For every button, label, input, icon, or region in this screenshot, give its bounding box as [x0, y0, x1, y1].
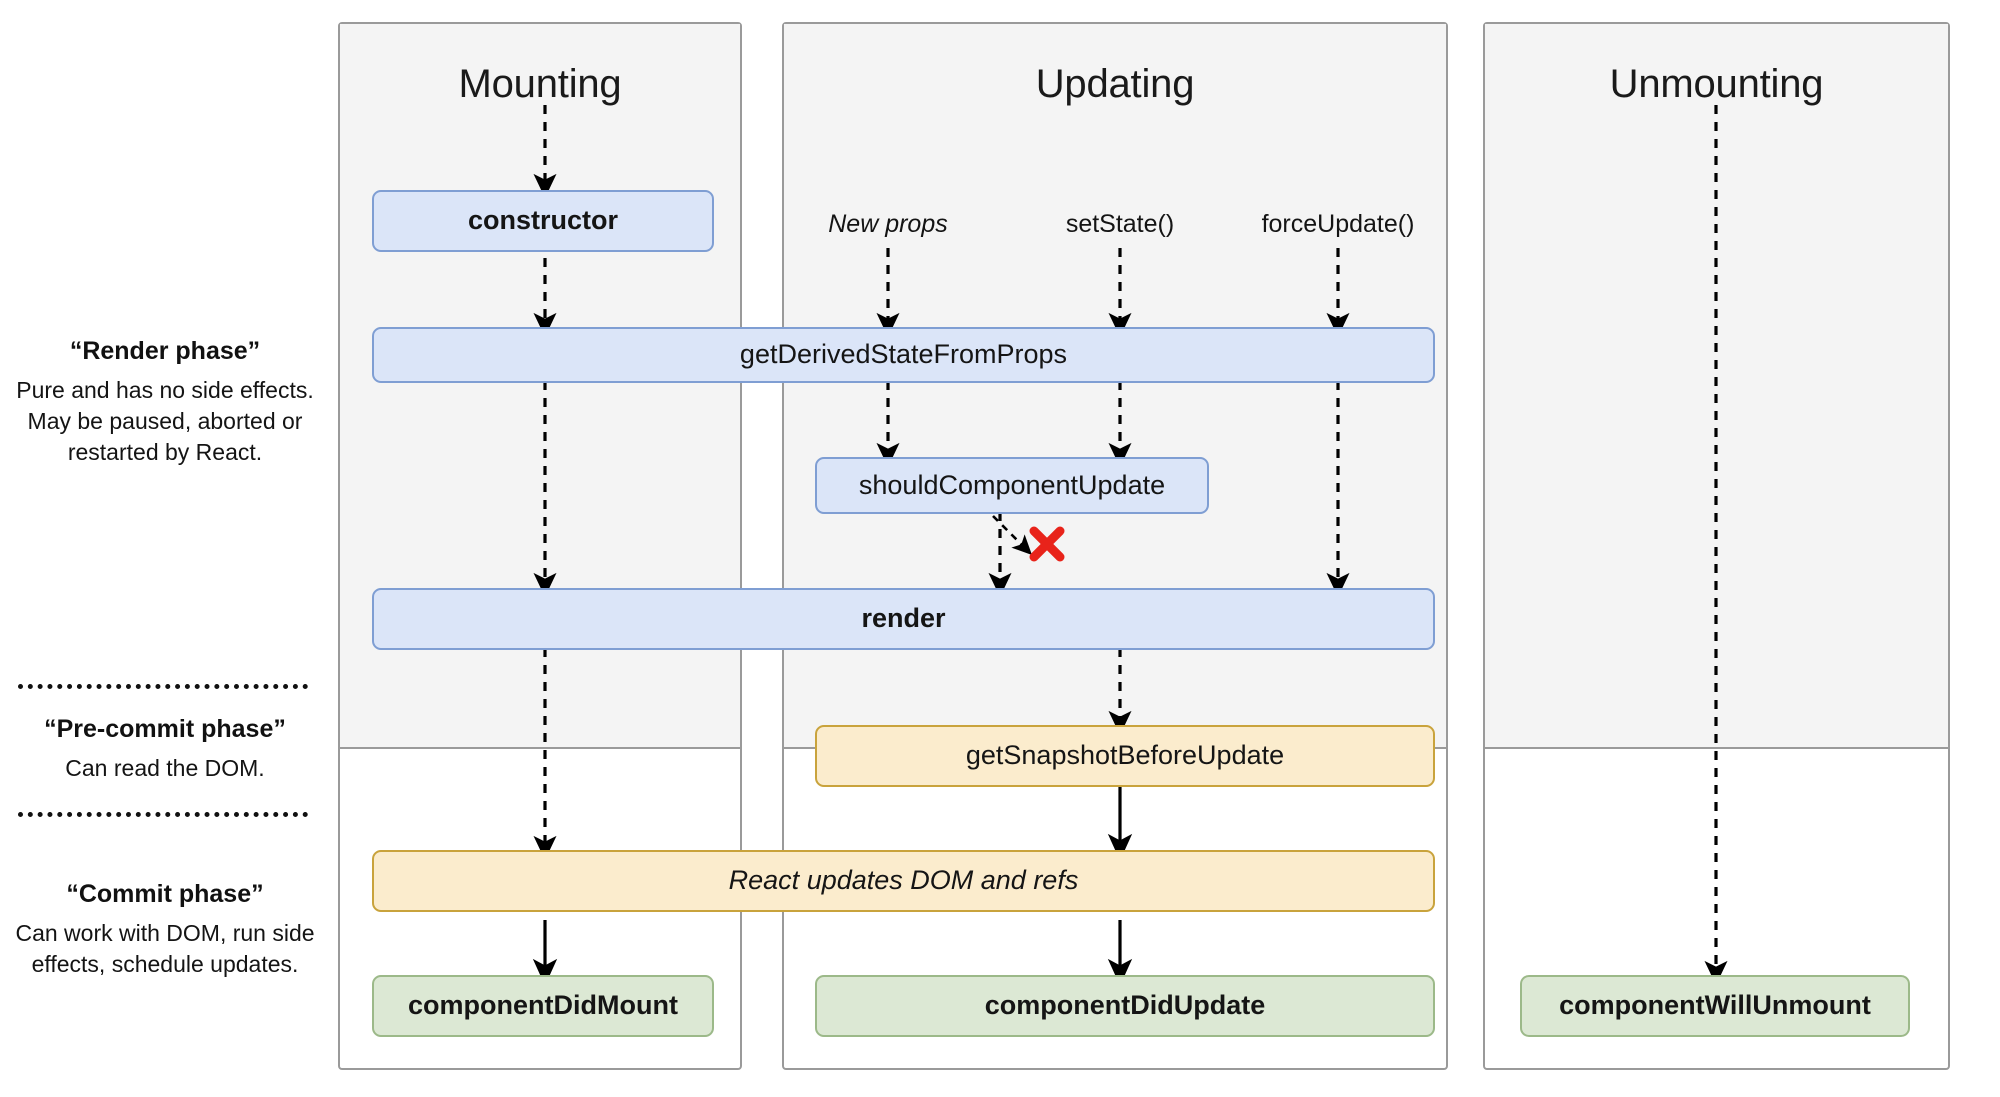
legend-divider-bottom	[18, 812, 308, 817]
node-component-did-mount[interactable]: componentDidMount	[372, 975, 714, 1037]
node-component-did-update[interactable]: componentDidUpdate	[815, 975, 1435, 1037]
legend-render-phase: “Render phase” Pure and has no side effe…	[10, 337, 320, 467]
legend-pre-commit-phase-description: Can read the DOM.	[65, 755, 265, 781]
column-mounting-title: Mounting	[458, 62, 622, 106]
trigger-new-props: New props	[828, 210, 948, 238]
trigger-set-state: setState()	[1065, 210, 1175, 238]
column-mounting: Mounting	[338, 22, 742, 1070]
node-get-snapshot-before-update[interactable]: getSnapshotBeforeUpdate	[815, 725, 1435, 787]
legend-pre-commit-phase: “Pre-commit phase” Can read the DOM.	[10, 715, 320, 784]
column-updating: Updating	[782, 22, 1448, 1070]
legend-commit-phase-description: Can work with DOM, run side effects, sch…	[15, 920, 315, 977]
legend-render-phase-description: Pure and has no side effects. May be pau…	[16, 377, 314, 465]
legend-commit-phase: “Commit phase” Can work with DOM, run si…	[10, 880, 320, 980]
column-unmounting-render-shade	[1485, 24, 1948, 749]
column-unmounting-title: Unmounting	[1609, 62, 1824, 106]
legend-pre-commit-phase-title: “Pre-commit phase”	[44, 715, 286, 743]
node-should-component-update[interactable]: shouldComponentUpdate	[815, 457, 1209, 514]
node-component-will-unmount[interactable]: componentWillUnmount	[1520, 975, 1910, 1037]
legend-divider-top	[18, 684, 308, 689]
legend-render-phase-title: “Render phase”	[69, 337, 261, 365]
node-get-derived-state-from-props[interactable]: getDerivedStateFromProps	[372, 327, 1435, 383]
column-unmounting: Unmounting	[1483, 22, 1950, 1070]
column-updating-title: Updating	[1035, 62, 1195, 106]
legend-commit-phase-title: “Commit phase”	[66, 880, 264, 908]
node-constructor[interactable]: constructor	[372, 190, 714, 252]
trigger-force-update: forceUpdate()	[1261, 210, 1415, 238]
node-render[interactable]: render	[372, 588, 1435, 650]
node-react-updates-dom-and-refs[interactable]: React updates DOM and refs	[372, 850, 1435, 912]
